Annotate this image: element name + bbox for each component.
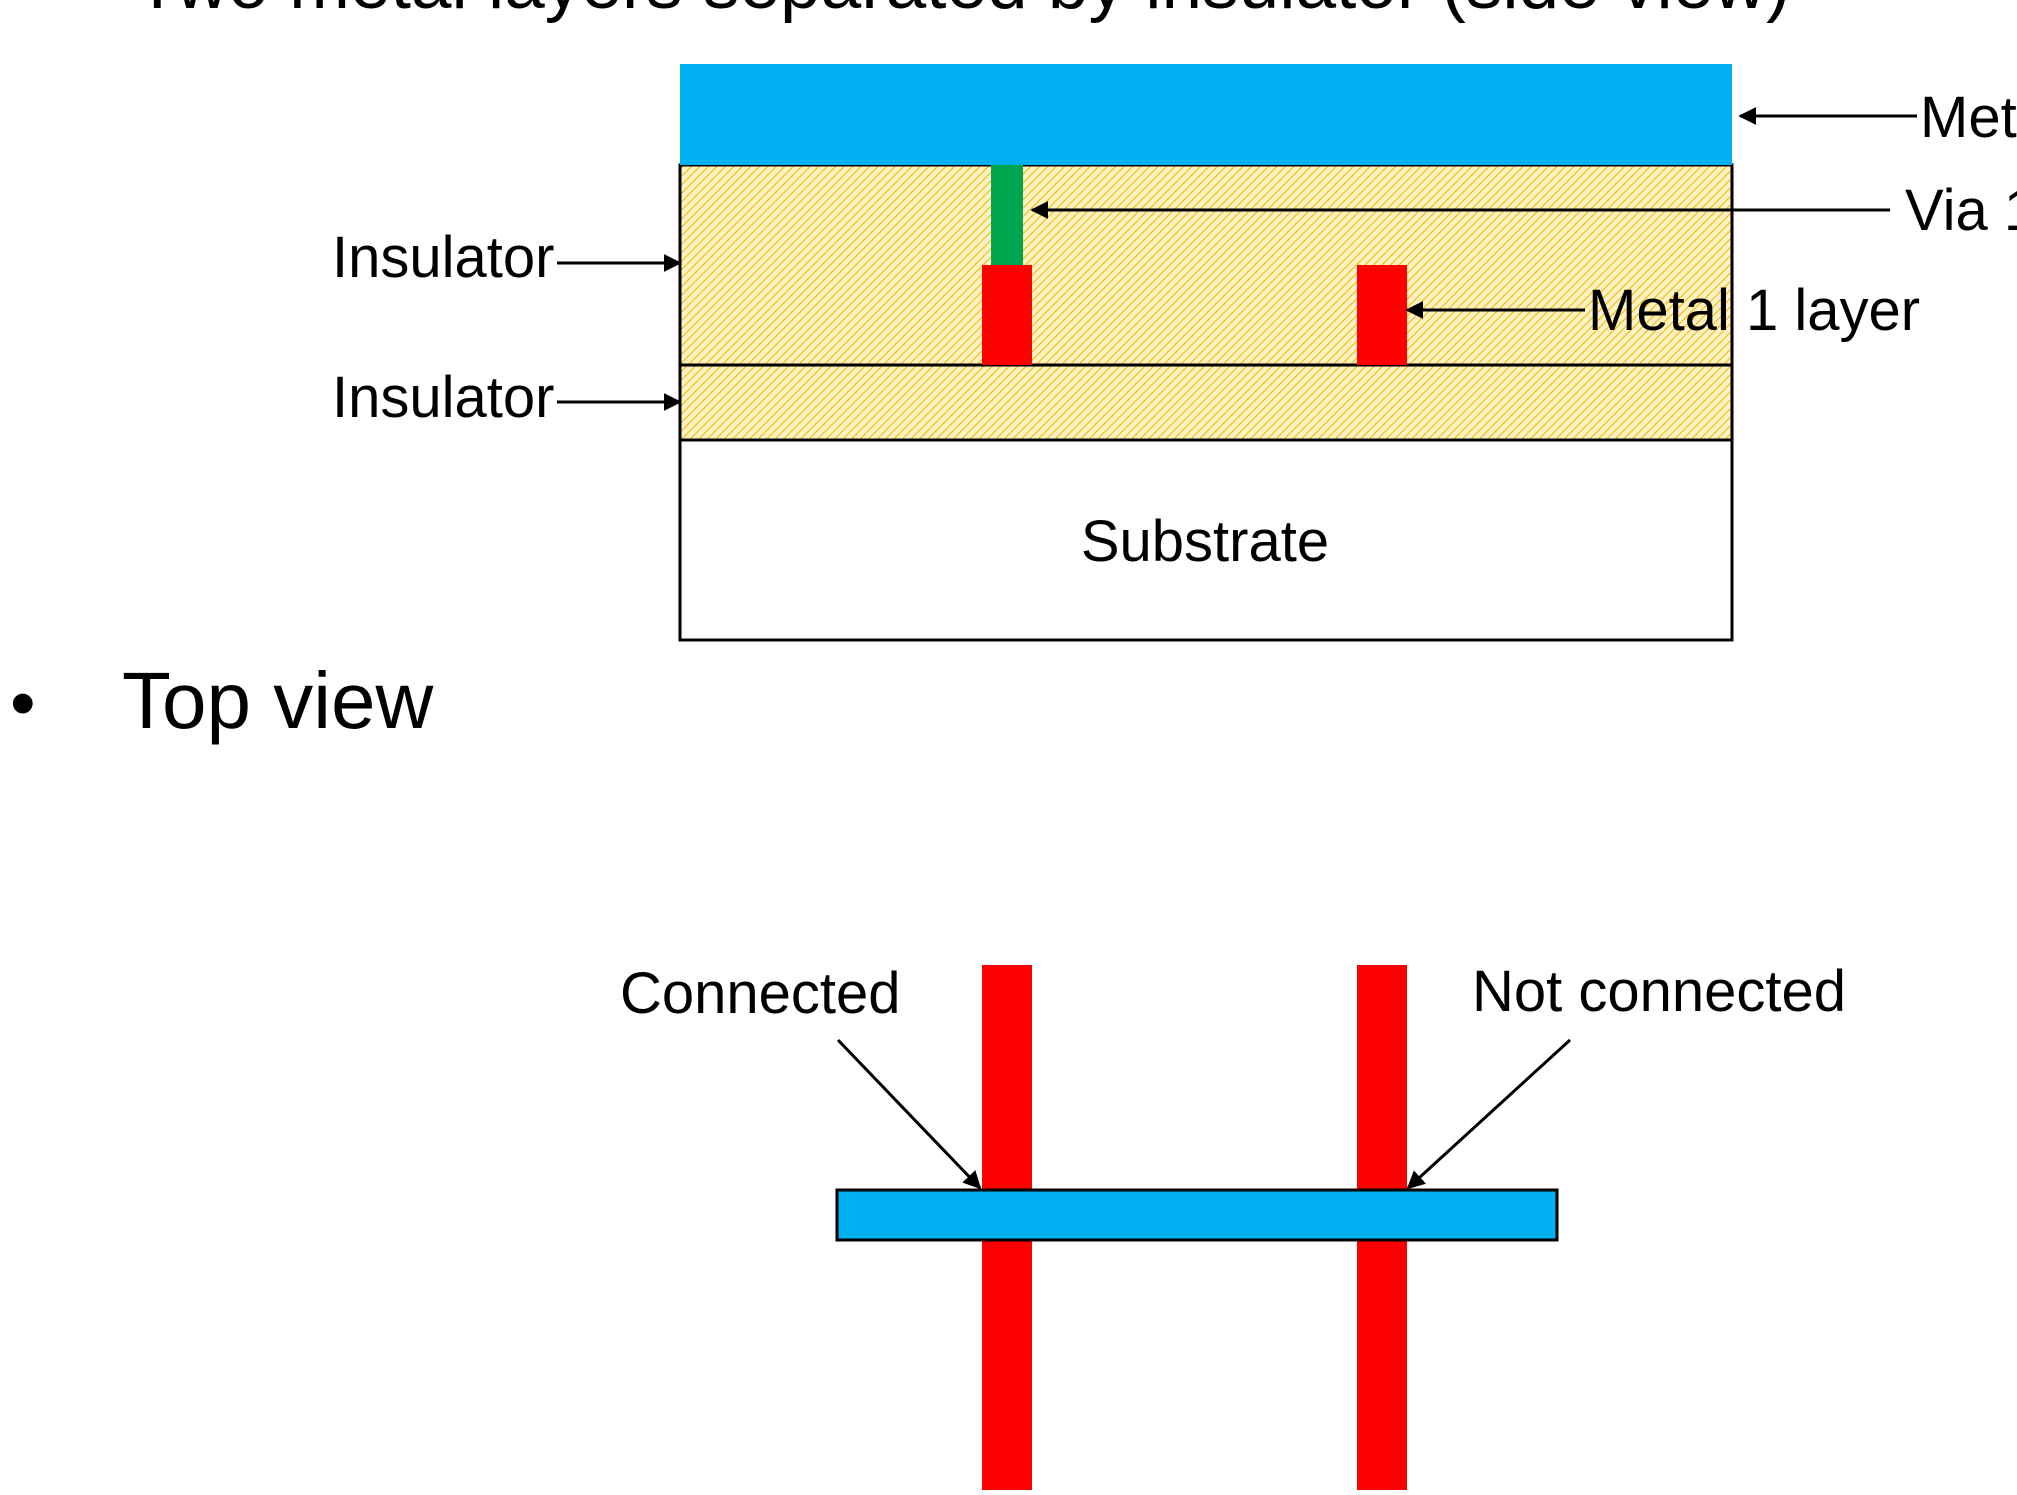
insulator-lower-label: Insulator: [332, 365, 554, 430]
insulator-lower-layer: [678, 363, 1734, 442]
via1-plug: [991, 165, 1023, 265]
insulator-upper-label: Insulator: [332, 225, 554, 290]
metal1-block-left: [982, 265, 1032, 365]
metal1-label: Metal 1 layer: [1588, 278, 1920, 343]
substrate-block: [678, 438, 1734, 642]
substrate-label: Substrate: [1081, 509, 1329, 574]
metal2-strip: [835, 1188, 1559, 1242]
insulator-upper-layer: [678, 163, 1734, 367]
metal2-layer: [680, 64, 1732, 165]
connected-arrow: [836, 1038, 982, 1190]
side-view-diagram: Substrate Metal 2 layer Via 1 Metal 1 la…: [332, 64, 2017, 642]
top-view-diagram: Connected Not connected: [620, 959, 1846, 1490]
metal1-block-right: [1357, 265, 1407, 365]
bullet-glyph: •: [10, 663, 36, 744]
not-connected-arrow: [1406, 1038, 1572, 1190]
not-connected-label: Not connected: [1472, 959, 1846, 1024]
via1-label: Via 1: [1905, 178, 2017, 243]
connected-label: Connected: [620, 961, 901, 1026]
metal2-label: Metal 2 layer: [1920, 85, 2017, 150]
bullet-top-view: Top view: [122, 656, 433, 745]
slide-title: Two metal layers separated by insulator …: [135, 0, 1790, 24]
